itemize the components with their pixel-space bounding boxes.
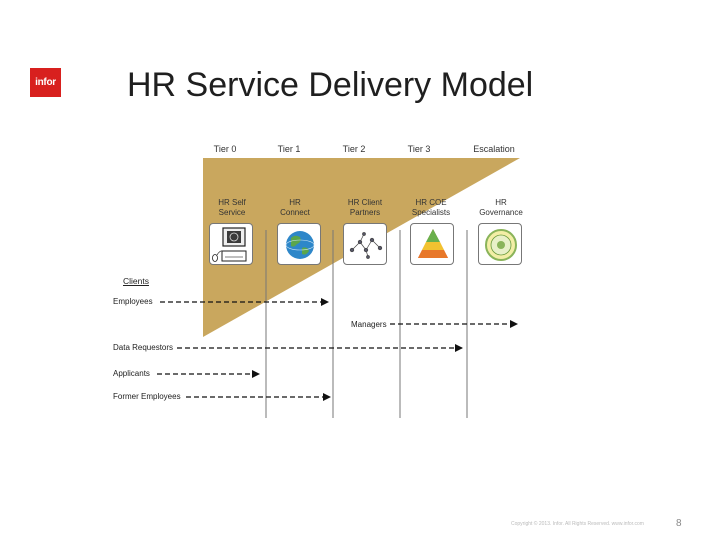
globe-icon <box>277 223 321 265</box>
tier-2-header: Tier 2 <box>342 144 366 154</box>
network-icon <box>343 223 387 265</box>
managers-label: Managers <box>351 320 387 329</box>
tier-1-header: Tier 1 <box>277 144 301 154</box>
employees-label: Employees <box>113 297 153 306</box>
pyramid-icon <box>410 223 454 265</box>
copyright-footer: Copyright © 2013. Infor. All Rights Rese… <box>511 521 644 527</box>
page-title: HR Service Delivery Model <box>127 66 534 104</box>
escalation-header: Escalation <box>473 144 515 154</box>
data-requestors-label: Data Requestors <box>113 343 174 352</box>
tier-0-header: Tier 0 <box>213 144 237 154</box>
tier-3-header: Tier 3 <box>407 144 431 154</box>
infor-logo: infor <box>30 68 61 97</box>
clients-heading: Clients <box>123 276 149 286</box>
page-number: 8 <box>676 518 682 529</box>
computer-icon <box>209 223 253 265</box>
applicants-label: Applicants <box>113 369 150 378</box>
former-employees-label: Former Employees <box>113 392 181 401</box>
seal-icon <box>478 223 522 265</box>
